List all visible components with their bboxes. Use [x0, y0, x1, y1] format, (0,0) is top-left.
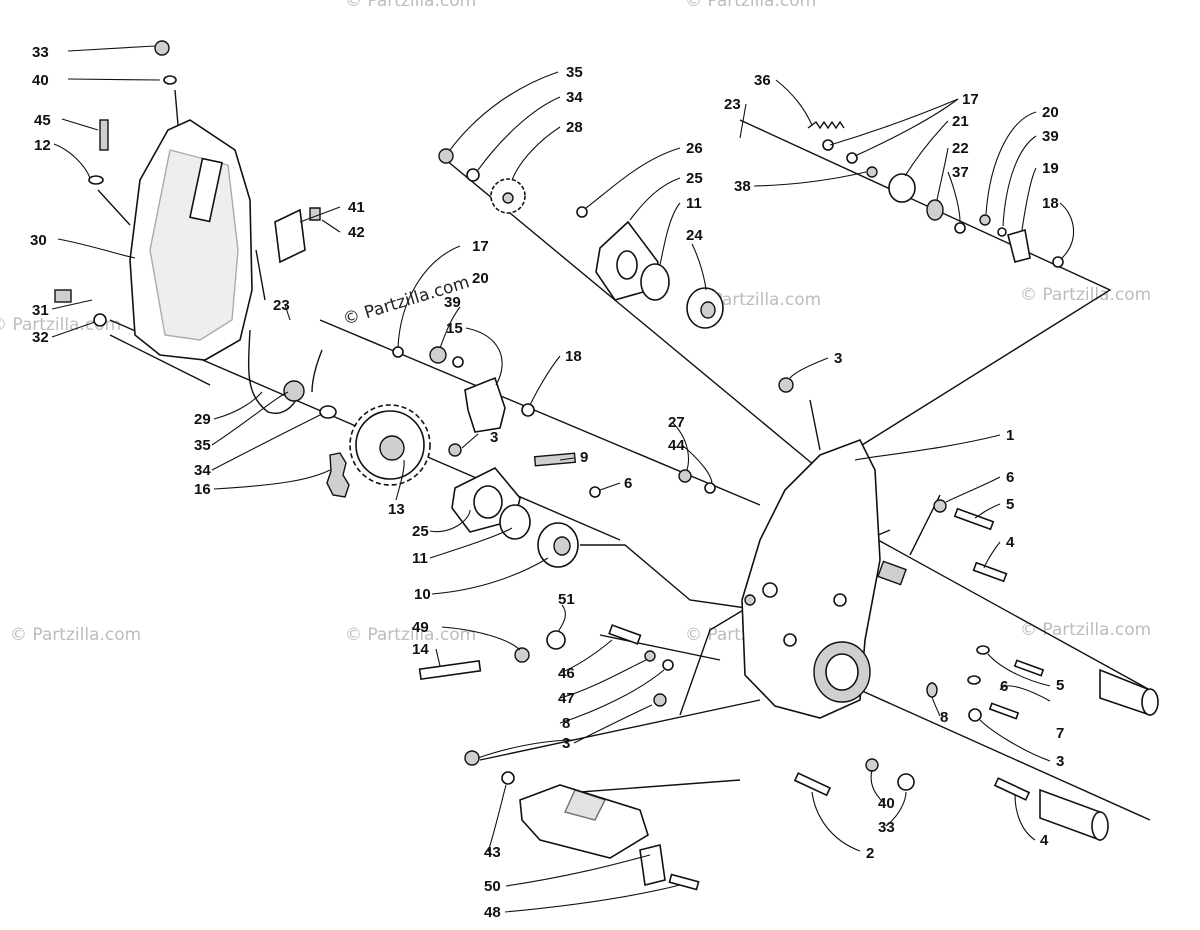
long-bolt: [418, 659, 482, 681]
callout-23: 23: [724, 96, 741, 113]
callout-23: 23: [273, 297, 290, 314]
callout-35: 35: [566, 64, 583, 81]
upper-sprocket: [490, 178, 526, 214]
callout-2: 2: [866, 845, 874, 862]
tensioner-spring: [247, 329, 297, 414]
callout-37: 37: [952, 164, 969, 181]
callout-47: 47: [558, 690, 575, 707]
callout-18: 18: [1042, 195, 1059, 212]
watermark: © Partzilla.com: [685, 0, 816, 11]
tensioner-arm: [1007, 228, 1031, 263]
callout-7: 7: [1056, 725, 1064, 742]
callout-31: 31: [32, 302, 49, 319]
callout-21: 21: [952, 113, 969, 130]
callout-11: 11: [412, 550, 428, 567]
callout-labels: 33 40 45 12 30 31 32 41 42 23 17 20 39 1…: [30, 44, 1064, 921]
watermark: © Partzilla.com: [1020, 620, 1151, 640]
callout-1: 1: [1006, 427, 1014, 444]
callout-25: 25: [686, 170, 703, 187]
callout-35: 35: [194, 437, 211, 454]
callout-40: 40: [32, 72, 49, 89]
driveshaft-lower: [1039, 788, 1101, 842]
callout-29: 29: [194, 411, 211, 428]
callout-17: 17: [472, 238, 489, 255]
chain-tensioner-block: [519, 784, 649, 859]
callout-46: 46: [558, 665, 575, 682]
callout-41: 41: [348, 199, 365, 216]
callout-42: 42: [348, 224, 365, 241]
callout-14: 14: [412, 641, 429, 658]
callout-33: 33: [32, 44, 49, 61]
callout-15: 15: [446, 320, 463, 337]
callout-30: 30: [30, 232, 47, 249]
callout-24: 24: [686, 227, 703, 244]
callout-49: 49: [412, 619, 429, 636]
callout-20: 20: [472, 270, 489, 287]
roller: [888, 173, 916, 203]
callout-33: 33: [878, 819, 895, 836]
callout-6: 6: [1000, 678, 1008, 695]
callout-39: 39: [1042, 128, 1059, 145]
callout-8: 8: [940, 709, 948, 726]
callout-20: 20: [1042, 104, 1059, 121]
callout-10: 10: [414, 586, 431, 603]
callout-39: 39: [444, 294, 461, 311]
watermark: © Partzilla.com: [1020, 285, 1151, 305]
callout-27: 27: [668, 414, 685, 431]
callout-13: 13: [388, 501, 405, 518]
callout-36: 36: [754, 72, 771, 89]
drive-chain: [326, 452, 350, 498]
watermark: © Partzilla.com: [0, 315, 121, 335]
callout-25: 25: [412, 523, 429, 540]
callout-18: 18: [565, 348, 582, 365]
callout-34: 34: [566, 89, 583, 106]
callout-44: 44: [668, 437, 685, 454]
callout-8: 8: [562, 715, 570, 732]
callout-16: 16: [194, 481, 211, 498]
watermark: © Partzilla.com: [10, 625, 141, 645]
callout-19: 19: [1042, 160, 1059, 177]
callout-4: 4: [1040, 832, 1049, 849]
tension-spring: [807, 120, 845, 130]
callout-34: 34: [194, 462, 211, 479]
dipstick: [99, 119, 109, 151]
callout-3: 3: [562, 735, 570, 752]
callout-4: 4: [1006, 534, 1015, 551]
callout-22: 22: [952, 140, 969, 157]
callout-45: 45: [34, 112, 51, 129]
callout-3: 3: [490, 429, 498, 446]
nut: [283, 380, 305, 402]
chain-case-cover: [129, 119, 253, 361]
plug-bolt: [154, 40, 170, 56]
callout-38: 38: [734, 178, 751, 195]
callout-48: 48: [484, 904, 501, 921]
chain-tensioner-bracket: [464, 376, 506, 433]
callout-43: 43: [484, 844, 501, 861]
parts: [54, 40, 1159, 891]
callout-6: 6: [1006, 469, 1014, 486]
lower-sprocket: [349, 404, 431, 486]
callout-32: 32: [32, 329, 49, 346]
callout-6: 6: [624, 475, 632, 492]
watermark: © Partzilla.com: [345, 625, 476, 645]
callout-28: 28: [566, 119, 583, 136]
callout-9: 9: [580, 449, 588, 466]
callout-17: 17: [962, 91, 979, 108]
callout-11: 11: [686, 195, 702, 212]
callout-3: 3: [834, 350, 842, 367]
callout-12: 12: [34, 137, 51, 154]
callout-3: 3: [1056, 753, 1064, 770]
callout-5: 5: [1056, 677, 1064, 694]
callout-26: 26: [686, 140, 703, 157]
watermark: © Partzilla.com: [345, 0, 476, 11]
leader-lines: [51, 45, 1075, 913]
callout-50: 50: [484, 878, 501, 895]
callout-5: 5: [1006, 496, 1014, 513]
inspection-plate: [274, 208, 306, 264]
callout-40: 40: [878, 795, 895, 812]
callout-51: 51: [558, 591, 575, 608]
